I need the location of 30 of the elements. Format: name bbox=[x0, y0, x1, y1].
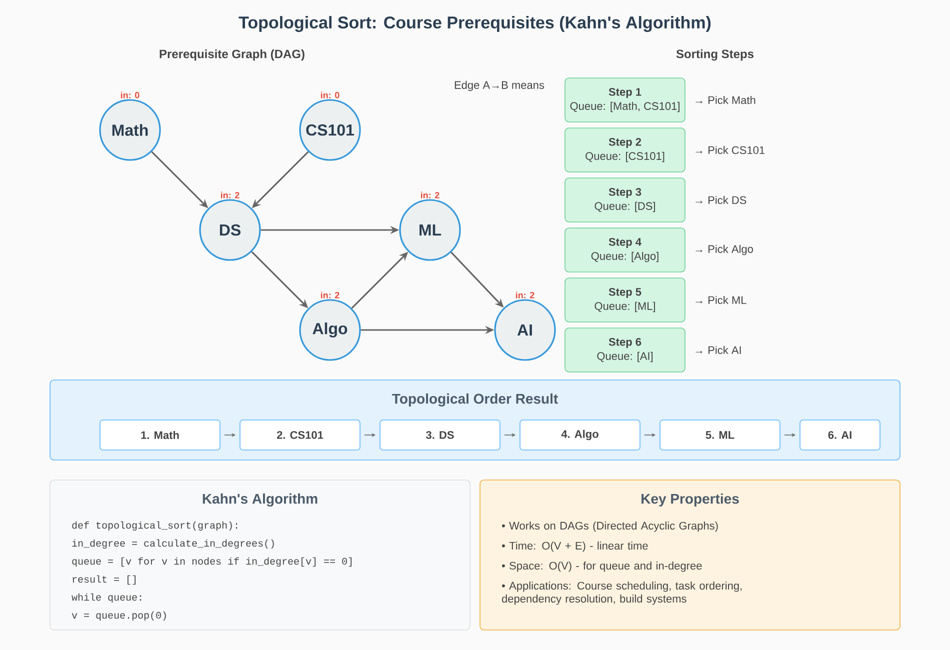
step-note: → Pick Math bbox=[696, 96, 756, 104]
order-box: 2. CS101 bbox=[240, 420, 360, 450]
step-note: → Pick Algo bbox=[696, 244, 753, 256]
in-degree-label: in: 2 bbox=[320, 292, 340, 298]
order-box: 1. Math bbox=[100, 420, 220, 450]
step-box: Step 4 Queue: [Algo] bbox=[564, 228, 686, 272]
in-degree-label: in: 2 bbox=[220, 192, 240, 198]
step-box: Step 5 Queue: [ML] bbox=[564, 278, 686, 322]
section-heading: Prerequisite Graph (DAG) bbox=[160, 49, 304, 61]
order-box: 3. DS bbox=[380, 420, 500, 450]
step-box: Step 3 Queue: [DS] bbox=[564, 178, 686, 222]
step-box: Step 6 Queue: [AI] bbox=[564, 328, 686, 372]
in-degree-label: in: 0 bbox=[120, 92, 140, 98]
in-degree-label: in: 2 bbox=[516, 292, 534, 298]
in-degree-label: in: 2 bbox=[420, 192, 440, 198]
step-box: Step 2 Queue: [CS101] bbox=[564, 128, 686, 172]
order-box: 4. Algo bbox=[520, 420, 640, 450]
step-note: → Pick DS bbox=[696, 196, 746, 204]
title: Topological Sort: Course Prerequisites (Kahn's Algorithm) bbox=[238, 16, 711, 32]
step-box: Step 1 Queue: [Math, CS101] bbox=[564, 78, 686, 122]
in-degree-label: in: 0 bbox=[320, 92, 340, 98]
code-panel: Kahn's Algorithm def topological_sort(graph): in_degree = calculate_in_degrees() queue = [v for v in nodes if in_degree[v] == 0] result = [] while queue: v = queue.pop(0) bbox=[50, 480, 470, 630]
properties-panel: Key Properties • Works on DAGs (Directed Acyclic Graphs) • Time: O(V + E) - linear time • Space: O(V) - for queue and in-degree • Applications: Course scheduling, task ordering, dependency resolution, build systems bbox=[480, 480, 900, 630]
section-heading: Sorting Steps bbox=[676, 49, 754, 61]
step-note: → Pick CS101 bbox=[696, 146, 765, 154]
note-text: Edge A→B means bbox=[454, 80, 544, 92]
step-note: → Pick ML bbox=[696, 296, 746, 304]
order-box: 5. ML bbox=[660, 420, 780, 450]
order-box: 6. AI bbox=[800, 420, 880, 450]
step-note: → Pick AI bbox=[696, 346, 741, 354]
